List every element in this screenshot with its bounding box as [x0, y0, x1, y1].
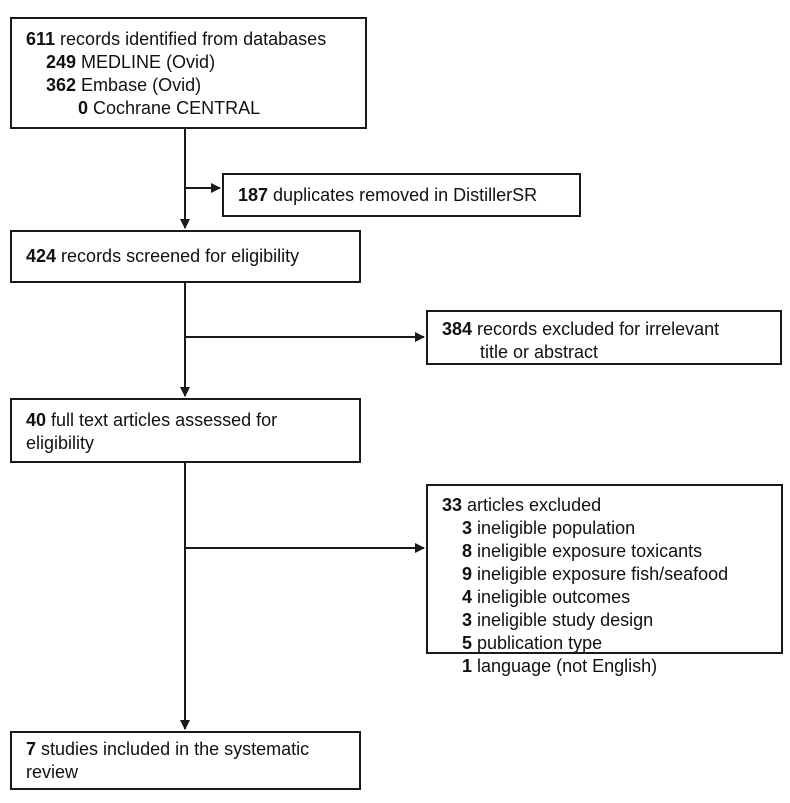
excluded-articles-label: articles excluded	[462, 495, 602, 515]
source-count: 0	[78, 98, 89, 118]
duplicates-line: 187 duplicates removed in DistillerSR	[238, 184, 569, 207]
screened-count: 424	[26, 246, 57, 266]
exclusion-reason: 1 language (not English)	[442, 655, 771, 678]
reason-label: ineligible study design	[472, 610, 654, 630]
fulltext-label: full text articles assessed for eligibil…	[26, 410, 278, 453]
reason-count: 9	[462, 564, 473, 584]
records-excluded-title-box: 384 records excluded for irrelevant titl…	[426, 310, 782, 365]
identified-label: records identified from databases	[55, 29, 327, 49]
source-cochrane-line: 0 Cochrane CENTRAL	[26, 97, 355, 120]
records-screened-box: 424 records screened for eligibility	[10, 230, 361, 283]
identified-count: 611	[26, 29, 56, 49]
reason-label: ineligible exposure fish/seafood	[472, 564, 729, 584]
source-embase-line: 362 Embase (Ovid)	[26, 74, 355, 97]
reason-count: 3	[462, 518, 473, 538]
reason-label: ineligible outcomes	[472, 587, 631, 607]
excluded-title-count: 384	[442, 319, 473, 339]
records-identified-box: 611 records identified from databases 24…	[10, 17, 367, 129]
source-count: 249	[46, 52, 77, 72]
reason-count: 5	[462, 633, 473, 653]
source-label: Cochrane CENTRAL	[88, 98, 261, 118]
reason-count: 8	[462, 541, 473, 561]
source-count: 362	[46, 75, 77, 95]
screened-line: 424 records screened for eligibility	[26, 245, 349, 268]
fulltext-line: 40 full text articles assessed for eligi…	[26, 409, 349, 455]
exclusion-reason: 8 ineligible exposure toxicants	[442, 540, 771, 563]
reason-count: 1	[462, 656, 473, 676]
excluded-articles-line: 33 articles excluded	[442, 494, 771, 517]
included-line: 7 studies included in the systematic rev…	[26, 738, 349, 784]
screened-label: records screened for eligibility	[56, 246, 300, 266]
exclusion-reason: 3 ineligible population	[442, 517, 771, 540]
duplicates-label: duplicates removed in DistillerSR	[268, 185, 538, 205]
exclusion-reason: 9 ineligible exposure fish/seafood	[442, 563, 771, 586]
exclusion-reason: 4 ineligible outcomes	[442, 586, 771, 609]
fulltext-count: 40	[26, 410, 47, 430]
source-label: Embase (Ovid)	[76, 75, 202, 95]
exclusion-reason: 5 publication type	[442, 632, 771, 655]
fulltext-assessed-box: 40 full text articles assessed for eligi…	[10, 398, 361, 463]
excluded-articles-count: 33	[442, 495, 463, 515]
included-count: 7	[26, 739, 37, 759]
reason-label: language (not English)	[472, 656, 658, 676]
reason-count: 4	[462, 587, 473, 607]
duplicates-removed-box: 187 duplicates removed in DistillerSR	[222, 173, 581, 217]
excluded-title-line: 384 records excluded for irrelevant	[442, 318, 770, 341]
included-label: studies included in the systematic revie…	[26, 739, 310, 782]
exclusion-reason: 3 ineligible study design	[442, 609, 771, 632]
source-medline-line: 249 MEDLINE (Ovid)	[26, 51, 355, 74]
reason-count: 3	[462, 610, 473, 630]
excluded-title-label: records excluded for irrelevant	[472, 319, 720, 339]
excluded-title-line2: title or abstract	[480, 342, 599, 362]
duplicates-count: 187	[238, 185, 269, 205]
reason-label: ineligible population	[472, 518, 636, 538]
reason-label: publication type	[472, 633, 603, 653]
reason-label: ineligible exposure toxicants	[472, 541, 703, 561]
studies-included-box: 7 studies included in the systematic rev…	[10, 731, 361, 790]
source-label: MEDLINE (Ovid)	[76, 52, 216, 72]
articles-excluded-box: 33 articles excluded 3 ineligible popula…	[426, 484, 783, 676]
identified-total-line: 611 records identified from databases	[26, 28, 355, 51]
